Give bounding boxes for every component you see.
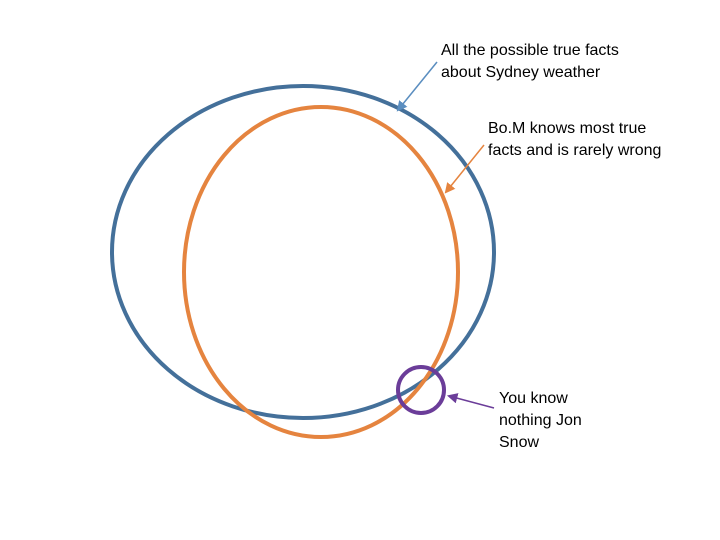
jon-snow-label-line-1: You know: [499, 390, 568, 407]
universe-ellipse: [110, 84, 496, 420]
bom-label: Bo.M knows most true facts and is rarely…: [488, 118, 661, 162]
bom-ellipse: [182, 105, 460, 439]
bom-label-line-2: facts and is rarely wrong: [488, 142, 662, 159]
bom-arrow: [444, 144, 485, 194]
universe-label-line-2: about Sydney weather: [441, 64, 601, 81]
bom-label-line-1: Bo.M knows most true: [488, 120, 647, 137]
jon-snow-label-line-2: nothing Jon: [499, 412, 582, 429]
universe-label: All the possible true facts about Sydney…: [441, 40, 619, 84]
jon-arrow: [446, 393, 495, 409]
jon-snow-label-line-3: Snow: [499, 434, 540, 451]
jon-snow-label: You know nothing Jon Snow: [499, 388, 582, 454]
jon-snow-circle: [396, 365, 446, 415]
universe-arrow: [396, 61, 438, 112]
universe-label-line-1: All the possible true facts: [441, 42, 619, 59]
